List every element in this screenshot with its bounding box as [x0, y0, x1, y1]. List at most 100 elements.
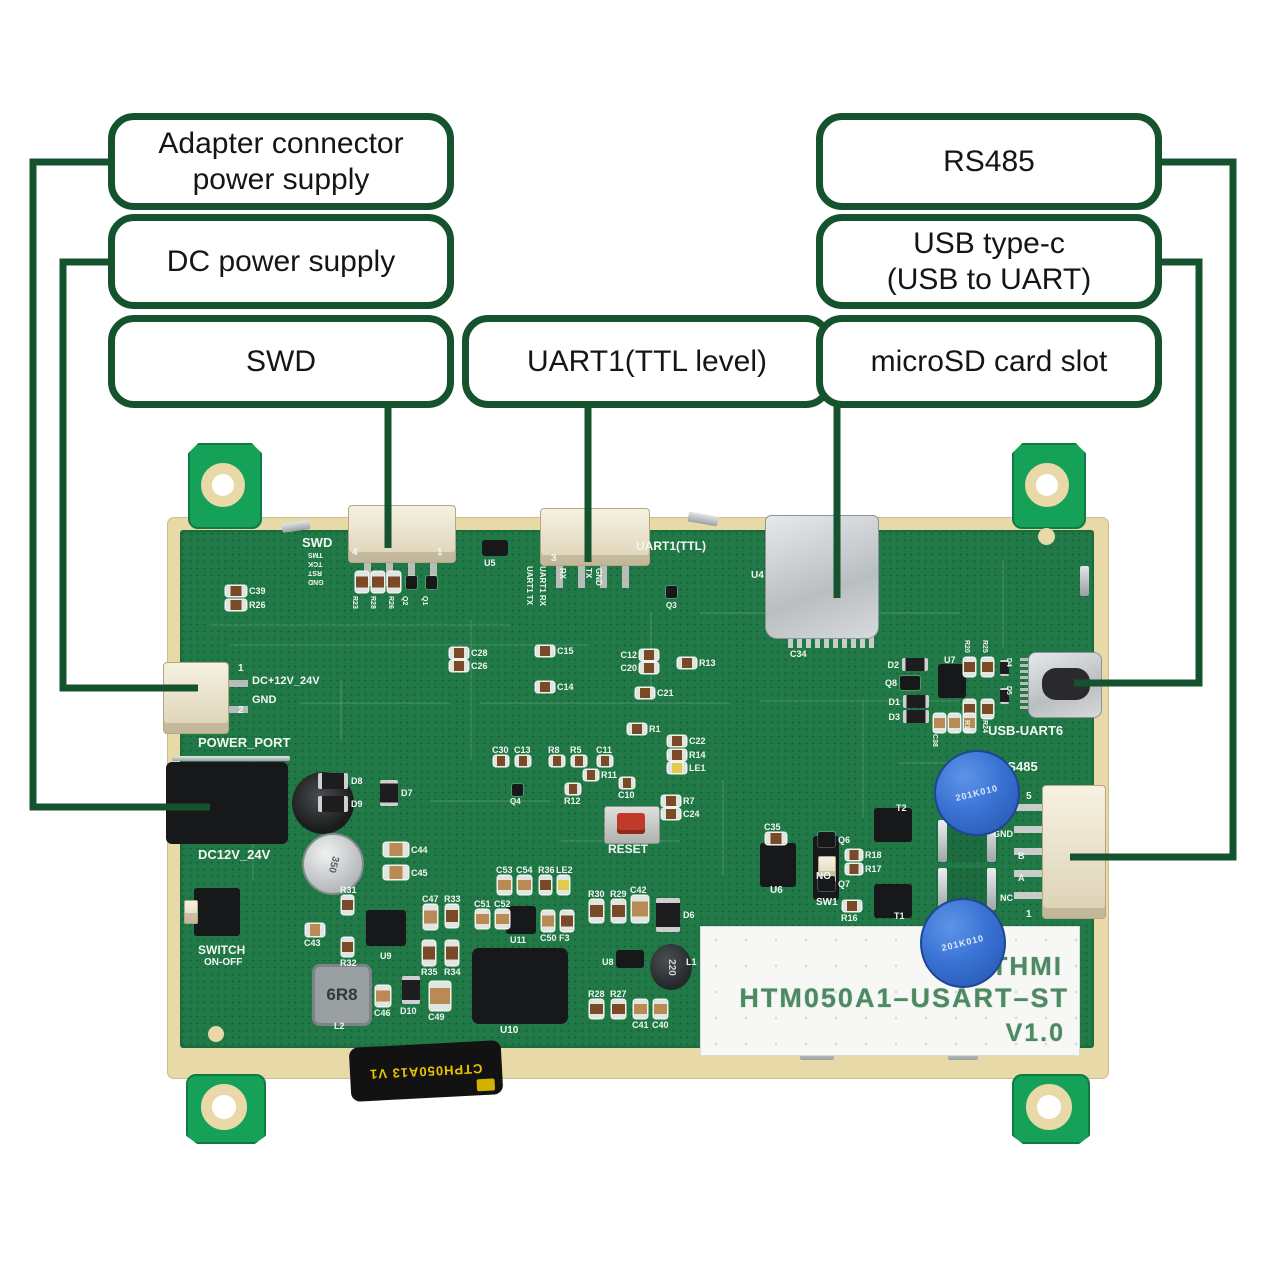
pcb-trace	[470, 620, 472, 760]
silk-label: R26	[387, 596, 394, 609]
inductor-l1: 220	[650, 944, 692, 990]
silk-label: DC12V_24V	[198, 847, 271, 862]
part-C21	[636, 688, 654, 698]
silk-label: RESET	[608, 842, 649, 856]
part-R35	[423, 941, 435, 965]
part-ref-D9: D9	[351, 799, 363, 809]
part-D7	[380, 780, 398, 806]
part-ref-D6: D6	[683, 910, 695, 920]
silk-label: R23	[351, 596, 358, 609]
t1-chip	[874, 884, 912, 918]
power-port-connector	[163, 662, 229, 734]
part-R36	[540, 876, 551, 894]
silk-label: T2	[896, 803, 907, 813]
part-ref-D8: D8	[351, 776, 363, 786]
pcb-trace	[210, 624, 510, 626]
part-C11	[598, 756, 612, 766]
silk-label: UART1 TX	[525, 566, 534, 606]
silk-label: SWITCH	[198, 943, 246, 957]
electrolytic-capacitor: 350	[302, 833, 364, 895]
silk-label: U10	[500, 1025, 519, 1036]
silk-label: Q3	[666, 601, 677, 610]
smd-part	[512, 784, 523, 796]
part-R26	[226, 600, 246, 610]
sticker-text: CTPH050A13 V1	[368, 1060, 484, 1082]
part-ref-Q8: Q8	[884, 678, 897, 688]
part-ref-Q6: Q6	[838, 834, 851, 845]
silk-label: TX	[584, 568, 593, 579]
part-C35	[766, 833, 786, 844]
part-R34	[446, 941, 458, 965]
part-ref-C12: C12	[620, 650, 637, 660]
part-ref-R8: R8	[548, 745, 560, 755]
part-ref-R34: R34	[444, 967, 461, 977]
part-ref-C49: C49	[428, 1012, 445, 1022]
part-C49	[430, 982, 450, 1010]
part-ref-C43: C43	[304, 938, 321, 948]
part-ref-R11: R11	[601, 770, 618, 780]
u5-chip	[482, 540, 508, 556]
sticker-logo	[476, 1078, 496, 1092]
part-ref-R17: R17	[865, 864, 882, 874]
silk-label: D4	[1005, 658, 1012, 667]
part-ref-LE1: LE1	[689, 763, 706, 773]
part-C39	[226, 586, 246, 596]
u8-chip	[616, 950, 644, 968]
part-ref-C24: C24	[683, 809, 700, 819]
frame-clip	[1080, 566, 1089, 596]
part-R12	[566, 784, 580, 794]
part-ref-C21: C21	[657, 688, 674, 698]
smd-part	[964, 658, 975, 676]
mounting-hole	[201, 1084, 247, 1130]
part-D8	[318, 773, 348, 789]
part-R5	[572, 756, 586, 766]
part-C43	[306, 924, 324, 936]
silk-label: R20	[963, 640, 970, 653]
part-Q7	[818, 876, 835, 891]
silk-label: UART1 RX	[538, 566, 547, 607]
silk-label: 3	[551, 553, 557, 564]
part-ref-R33: R33	[444, 894, 461, 904]
varistor-marking: 201K010	[954, 782, 1000, 804]
pcb-trace	[862, 700, 864, 818]
mounting-hole	[201, 463, 245, 507]
part-ref-R13: R13	[699, 658, 716, 668]
part-ref-C10: C10	[618, 790, 635, 800]
silk-label: L2	[334, 1021, 345, 1031]
part-D2	[902, 658, 928, 671]
u7-chip	[938, 664, 966, 698]
part-R31	[342, 896, 353, 914]
silk-label: RST	[308, 569, 322, 576]
silk-label: 5	[1026, 791, 1032, 802]
smd-part	[1000, 688, 1009, 704]
silk-label: U6	[770, 885, 783, 896]
part-C44	[384, 843, 408, 856]
part-ref-C50: C50	[540, 933, 557, 943]
smd-part	[1000, 660, 1009, 676]
part-C54	[518, 876, 531, 894]
part-ref-LE2: LE2	[556, 865, 573, 875]
part-C12	[640, 650, 658, 660]
power-switch-actuator	[184, 900, 198, 924]
silk-label: UART1(TTL)	[636, 539, 706, 553]
part-ref-C51: C51	[474, 899, 491, 909]
part-ref-R32: R32	[340, 958, 357, 968]
part-C30	[494, 756, 508, 766]
pcb-trace	[300, 702, 450, 704]
part-LE1	[668, 763, 686, 773]
varistor-top: 201K010	[934, 750, 1020, 836]
silk-label: TCK	[308, 560, 323, 567]
part-C20	[640, 663, 658, 673]
part-Q6	[818, 832, 835, 847]
microsd-pads	[788, 636, 874, 648]
part-ref-C46: C46	[374, 1008, 391, 1018]
silk-label: ON-OFF	[204, 957, 243, 968]
part-ref-R36: R36	[538, 865, 555, 875]
silk-label: Q4	[510, 797, 521, 806]
part-ref-R16: R16	[841, 913, 858, 923]
callout-dc-power: DC power supply	[108, 214, 454, 309]
part-ref-R1: R1	[649, 724, 661, 734]
part-ref-R12: R12	[564, 796, 581, 806]
smd-part	[388, 572, 400, 592]
